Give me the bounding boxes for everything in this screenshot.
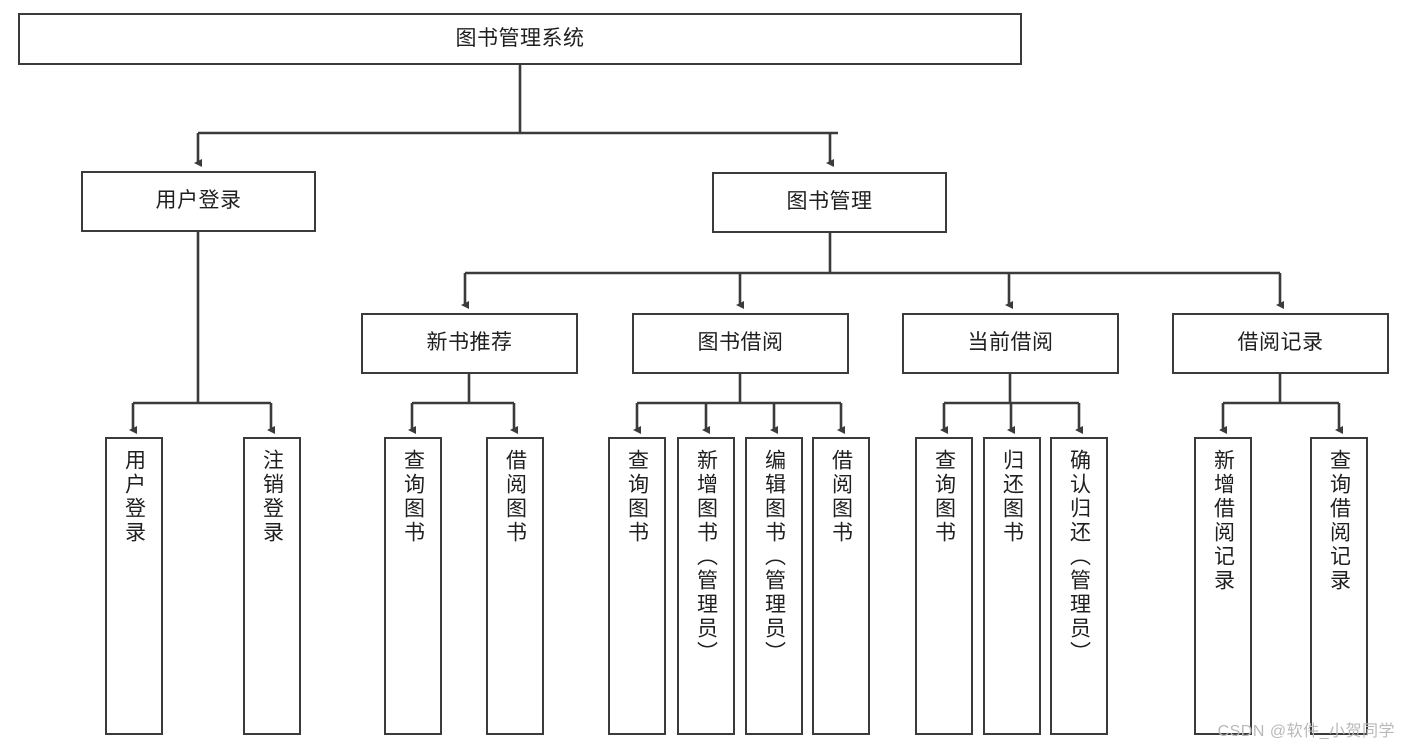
leaf-book-borrow-edit-book-admin[interactable]: 编辑图书（管理员） (745, 437, 803, 735)
node-label: 图书管理系统 (455, 26, 585, 50)
node-label: 查询图书 (401, 449, 425, 545)
leaf-current-borrow-return-books[interactable]: 归还图书 (983, 437, 1041, 735)
leaf-book-borrow-query-books[interactable]: 查询图书 (608, 437, 666, 735)
leaf-user-login-signin[interactable]: 用户登录 (105, 437, 163, 735)
node-label: 借阅图书 (503, 449, 527, 545)
node-user-login[interactable]: 用户登录 (81, 171, 316, 232)
leaf-new-book-query-books[interactable]: 查询图书 (384, 437, 442, 735)
node-label: 用户登录 (155, 189, 242, 213)
node-current-borrowing[interactable]: 当前借阅 (902, 313, 1119, 374)
node-label: 当前借阅 (967, 331, 1054, 355)
node-label: 新书推荐 (426, 331, 513, 355)
node-label: 查询图书 (625, 449, 649, 545)
node-root-book-management-system[interactable]: 图书管理系统 (18, 13, 1022, 65)
node-new-book-recommendation[interactable]: 新书推荐 (361, 313, 578, 374)
leaf-borrow-record-query-record[interactable]: 查询借阅记录 (1310, 437, 1368, 735)
watermark-text: CSDN @软件_小贺同学 (1217, 723, 1395, 740)
node-label: 新增图书（管理员） (694, 449, 718, 665)
leaf-book-borrow-borrow-books[interactable]: 借阅图书 (812, 437, 870, 735)
node-label: 查询借阅记录 (1327, 449, 1351, 593)
node-label: 注销登录 (260, 449, 284, 545)
node-label: 新增借阅记录 (1211, 449, 1235, 593)
leaf-current-borrow-confirm-return-admin[interactable]: 确认归还（管理员） (1050, 437, 1108, 735)
node-book-management[interactable]: 图书管理 (712, 172, 947, 233)
node-borrowing-record[interactable]: 借阅记录 (1172, 313, 1389, 374)
node-label: 归还图书 (1000, 449, 1024, 545)
leaf-new-book-borrow-books[interactable]: 借阅图书 (486, 437, 544, 735)
node-book-borrowing[interactable]: 图书借阅 (632, 313, 849, 374)
node-label: 查询图书 (932, 449, 956, 545)
node-label: 图书管理 (786, 190, 873, 214)
leaf-current-borrow-query-books[interactable]: 查询图书 (915, 437, 973, 735)
node-label: 用户登录 (122, 449, 146, 545)
leaf-borrow-record-add-record[interactable]: 新增借阅记录 (1194, 437, 1252, 735)
leaf-user-login-signout[interactable]: 注销登录 (243, 437, 301, 735)
node-label: 借阅图书 (829, 449, 853, 545)
node-label: 借阅记录 (1237, 331, 1324, 355)
node-label: 编辑图书（管理员） (762, 449, 786, 665)
node-label: 确认归还（管理员） (1067, 449, 1091, 665)
leaf-book-borrow-add-book-admin[interactable]: 新增图书（管理员） (677, 437, 735, 735)
node-label: 图书借阅 (697, 331, 784, 355)
